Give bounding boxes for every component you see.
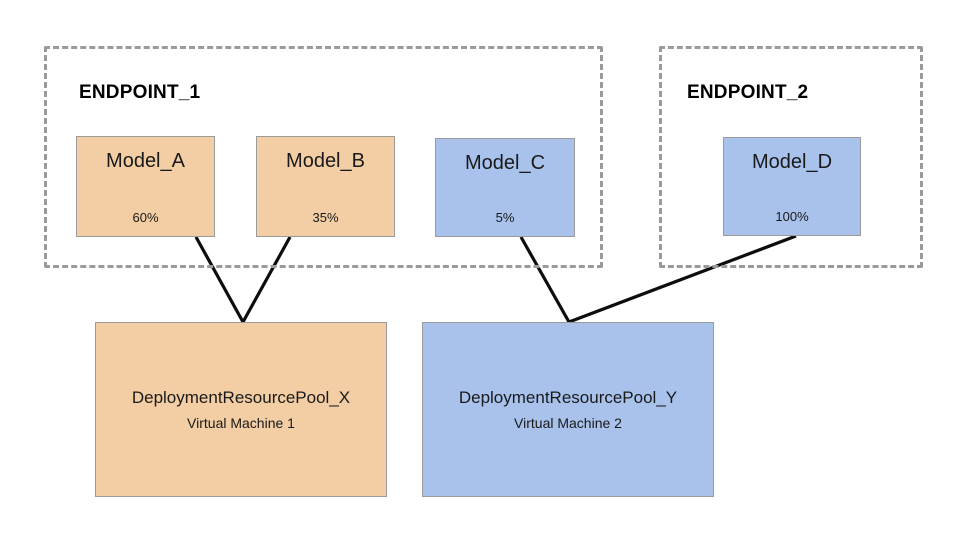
model-box-model-b[interactable]: Model_B 35% [256,136,395,237]
pool-box-pool-x[interactable]: DeploymentResourcePool_X Virtual Machine… [95,322,387,497]
endpoint-label-endpoint-2: ENDPOINT_2 [687,82,809,103]
model-name-model-c: Model_C [464,152,546,174]
model-name-model-b: Model_B [286,150,365,172]
model-box-model-d[interactable]: Model_D 100% [723,137,861,236]
model-box-model-a[interactable]: Model_A 60% [76,136,215,237]
model-traffic-split-model-c: 5% [495,210,515,225]
model-traffic-split-model-d: 100% [775,209,809,224]
endpoint-group-endpoint-1[interactable] [44,46,603,268]
pool-machine-pool-x: Virtual Machine 1 [187,415,295,431]
endpoint-group-endpoint-2[interactable] [659,46,923,268]
model-traffic-split-model-b: 35% [312,210,339,225]
model-box-model-c[interactable]: Model_C 5% [435,138,575,237]
pool-name-pool-x: DeploymentResourcePool_X [131,388,351,407]
pool-machine-pool-y: Virtual Machine 2 [514,415,622,431]
endpoint-label-endpoint-1: ENDPOINT_1 [79,82,201,103]
pool-name-pool-y: DeploymentResourcePool_Y [458,388,678,407]
model-name-model-d: Model_D [751,151,833,173]
model-traffic-split-model-a: 60% [132,210,159,225]
pool-box-pool-y[interactable]: DeploymentResourcePool_Y Virtual Machine… [422,322,714,497]
model-name-model-a: Model_A [106,150,185,172]
